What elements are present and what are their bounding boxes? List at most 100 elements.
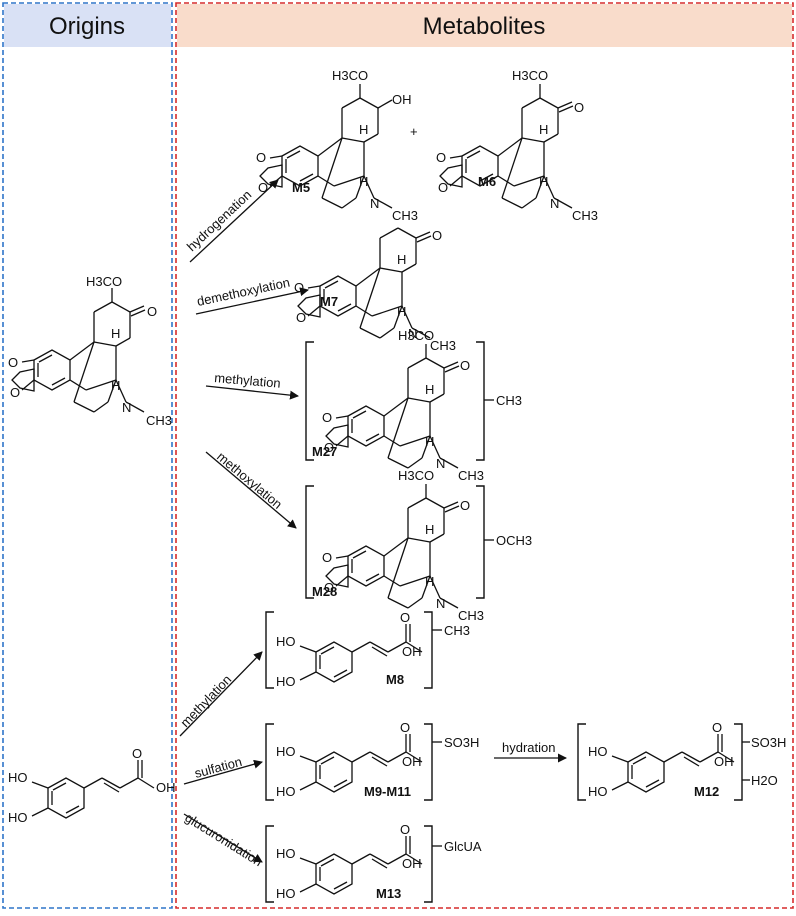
ho-label-1: HO — [8, 770, 28, 785]
compound-m5-label: M5 — [292, 180, 310, 195]
compound-m12-label: M12 — [694, 784, 719, 799]
label-methylation-1: methylation — [214, 370, 282, 391]
m27-bracket-left — [305, 341, 314, 461]
m9-o: O — [400, 720, 410, 735]
dioxole-o2-label: O — [10, 385, 20, 400]
m7-o2: O — [296, 310, 306, 325]
m6-nch3: CH3 — [572, 208, 598, 223]
m27-o2: O — [324, 440, 334, 455]
m27-n: N — [436, 456, 445, 471]
m7-nch3: CH3 — [430, 338, 456, 353]
m5-n: N — [370, 196, 379, 211]
m27-h1: H — [425, 382, 434, 397]
m6-o2: O — [438, 180, 448, 195]
m28-bracket-left — [305, 485, 314, 599]
m5-methoxy-label: H3CO — [332, 68, 368, 83]
methoxy-label: H3CO — [86, 274, 122, 289]
m8-o: O — [400, 610, 410, 625]
m8-substituent: CH3 — [444, 623, 470, 638]
compound-m13-structure: HO HO O OH — [276, 822, 423, 901]
origin-caffeic-acid-structure: HO HO O OH — [8, 746, 176, 825]
compound-m9-m11-label: M9-M11 — [364, 784, 411, 799]
arrow-sulfation — [183, 759, 263, 785]
label-methylation-2: methylation — [177, 672, 234, 730]
m9-bracket-right — [424, 723, 433, 801]
label-methoxylation: methoxylation — [214, 449, 285, 512]
compound-m28-label: M28 — [312, 584, 337, 599]
m6-n: N — [550, 196, 559, 211]
m27-nch3: CH3 — [458, 468, 484, 483]
m27-methoxy-label: H3CO — [398, 328, 434, 343]
origin-alkaloid-structure: H3CO O O O H H N CH3 — [8, 274, 172, 428]
compound-m6-label: M6 — [478, 174, 496, 189]
h-label-2: H — [111, 378, 120, 393]
m9-oh: OH — [402, 754, 422, 769]
m9-bracket-left — [265, 723, 274, 801]
compound-m27-structure: H3CO O O O H H N CH3 — [322, 328, 484, 483]
m12-ho1: HO — [588, 744, 608, 759]
m5-oh-label: OH — [392, 92, 412, 107]
m13-bracket-left — [265, 825, 274, 903]
m7-h1: H — [397, 252, 406, 267]
m9-ho2: HO — [276, 784, 296, 799]
m8-bracket-left — [265, 611, 274, 689]
m28-substituent: OCH3 — [496, 533, 532, 548]
m12-oh: OH — [714, 754, 734, 769]
compound-m8-label: M8 — [386, 672, 404, 687]
dioxole-o1-label: O — [8, 355, 18, 370]
carbonyl-o-label: O — [132, 746, 142, 761]
m27-substituent: CH3 — [496, 393, 522, 408]
m28-bracket-right — [476, 485, 485, 599]
n-methyl-label: CH3 — [146, 413, 172, 428]
m12-substituent-h2o: H2O — [751, 773, 778, 788]
m27-o1: O — [322, 410, 332, 425]
h-label: H — [111, 326, 120, 341]
acid-oh-label: OH — [156, 780, 176, 795]
m7-n: N — [408, 326, 417, 341]
compound-m9-m11-structure: HO HO O OH — [276, 720, 423, 799]
m28-o1: O — [322, 550, 332, 565]
m7-o1: O — [294, 280, 304, 295]
arrow-demethoxylation — [195, 287, 309, 315]
m5-h1: H — [359, 122, 368, 137]
m13-substituent: GlcUA — [444, 839, 482, 854]
compound-m13-label: M13 — [376, 886, 401, 901]
m28-o2: O — [324, 580, 334, 595]
m13-ho2: HO — [276, 886, 296, 901]
m5-nch3: CH3 — [392, 208, 418, 223]
m5-h2: H — [359, 174, 368, 189]
m28-nch3: CH3 — [458, 608, 484, 623]
n-label: N — [122, 400, 131, 415]
m7-h2: H — [397, 304, 406, 319]
m12-bracket-right — [734, 723, 743, 801]
m8-ho2: HO — [276, 674, 296, 689]
m6-o1: O — [436, 150, 446, 165]
m27-h2: H — [425, 434, 434, 449]
compound-m7-label: M7 — [320, 294, 338, 309]
m12-bracket-left — [577, 723, 586, 801]
m8-bracket-right — [424, 611, 433, 689]
metabolites-header-bg — [177, 4, 792, 47]
ketone-o-label: O — [147, 304, 157, 319]
origins-header-bg — [4, 4, 171, 47]
compound-m12-structure: HO HO O OH — [588, 720, 735, 799]
m7-ketone-o: O — [432, 228, 442, 243]
m8-oh: OH — [402, 644, 422, 659]
m6-ketone-o: O — [574, 100, 584, 115]
m28-ketone-o: O — [460, 498, 470, 513]
m13-bracket-right — [424, 825, 433, 903]
arrow-glucuronidation — [183, 813, 263, 863]
m5-o2: O — [258, 180, 268, 195]
arrow-hydrogenation — [189, 179, 279, 263]
m13-oh: OH — [402, 856, 422, 871]
m6-h2: H — [539, 174, 548, 189]
m27-bracket-right — [476, 341, 485, 461]
m12-ho2: HO — [588, 784, 608, 799]
compound-m5-structure: H3CO OH O O H H N CH3 — [256, 68, 418, 223]
compound-m6-structure: H3CO O O O H H N CH3 — [436, 68, 598, 223]
label-hydrogenation: hydrogenation — [184, 187, 254, 254]
m13-ho1: HO — [276, 846, 296, 861]
m12-substituent-so3h: SO3H — [751, 735, 786, 750]
arrow-methoxylation — [205, 451, 297, 529]
m28-h2: H — [425, 574, 434, 589]
